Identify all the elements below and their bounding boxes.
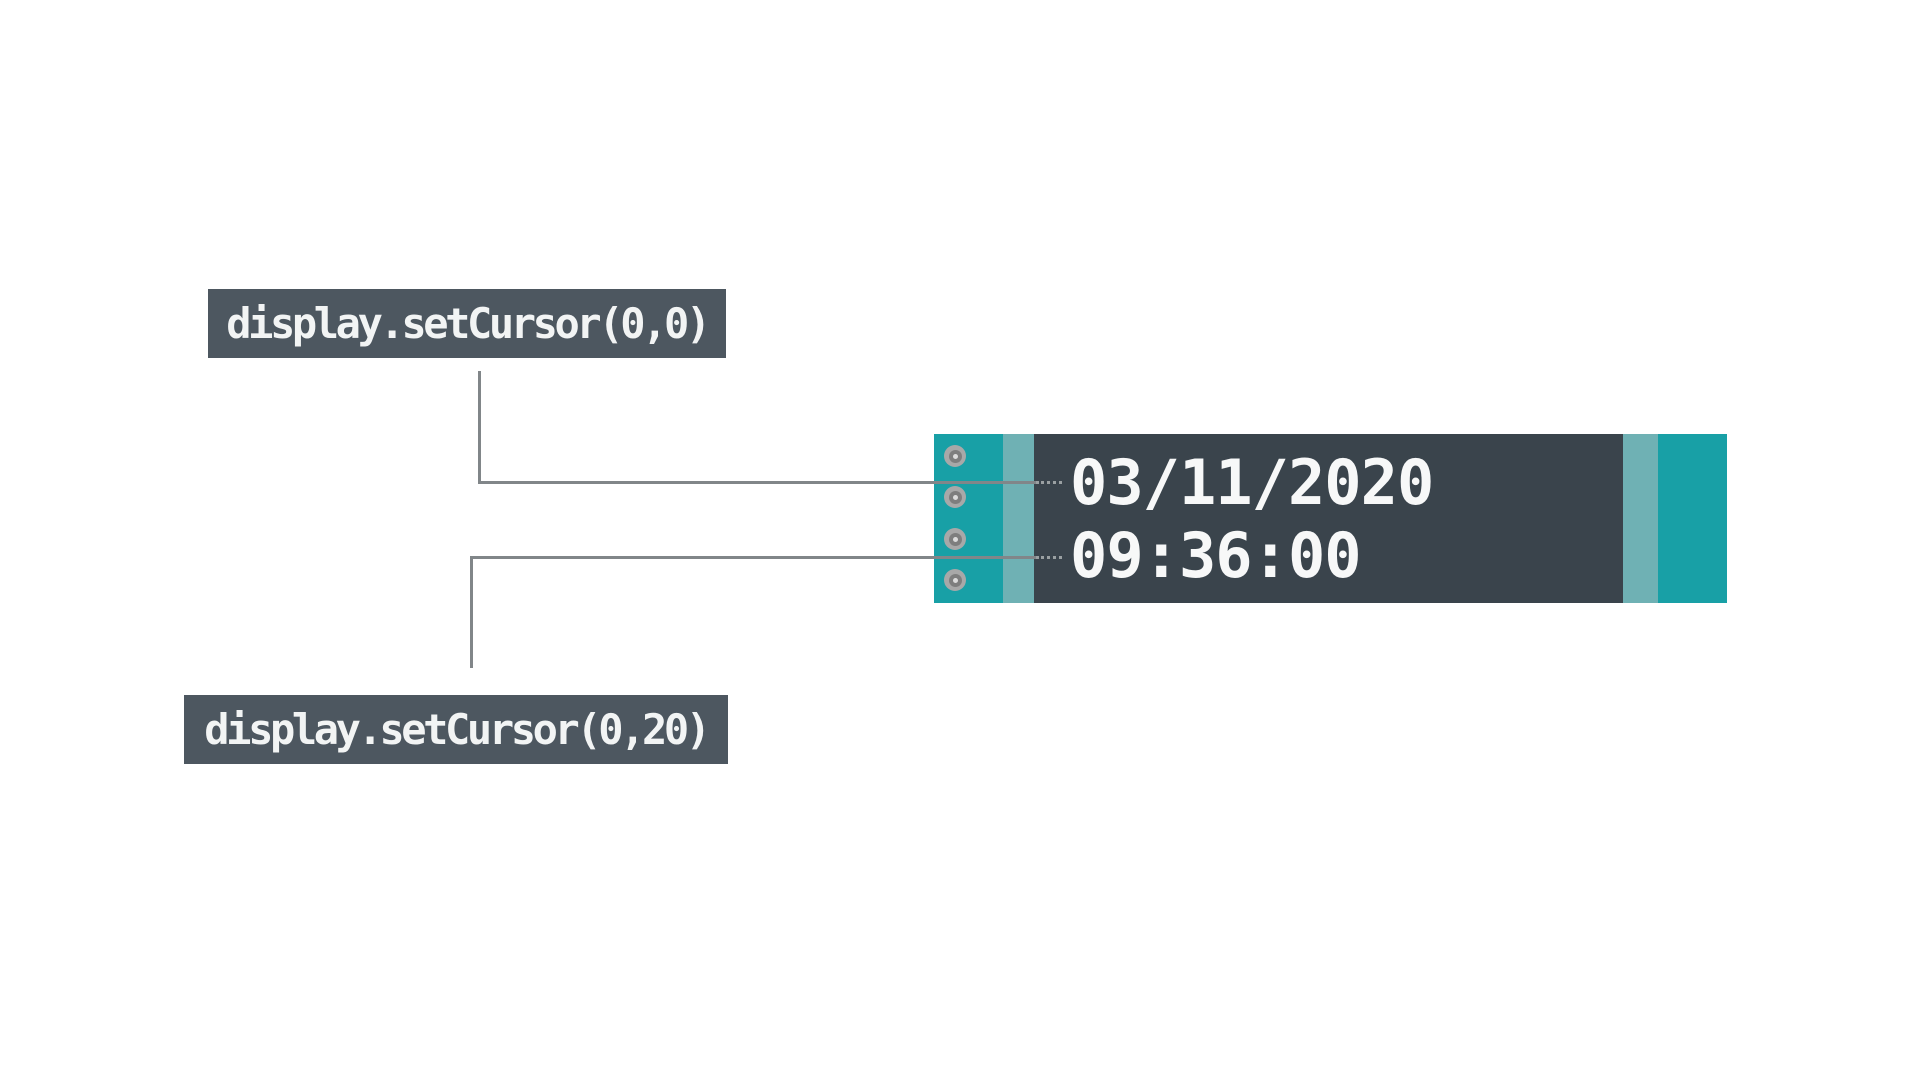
pin-pad-4-highlight xyxy=(952,577,958,583)
code-label-setcursor-0-0-text: display.setCursor(0,0) xyxy=(226,299,711,348)
pin-pad-1-highlight xyxy=(952,453,958,459)
screen-text-line-2: 09:36:00 xyxy=(1070,518,1362,592)
screen-text-line-1: 03/11/2020 xyxy=(1070,445,1434,519)
pin-pad-2-hole xyxy=(948,490,962,504)
connector-1-vertical-line xyxy=(478,371,481,484)
pin-pad-3 xyxy=(944,528,966,550)
pin-pad-3-hole xyxy=(948,532,962,546)
pin-pad-2 xyxy=(944,486,966,508)
pin-pad-4 xyxy=(944,569,966,591)
connector-2-vertical-line xyxy=(470,556,473,668)
module-left-inner-strip xyxy=(1003,434,1034,603)
pin-pad-4-hole xyxy=(948,573,962,587)
connector-2-horizontal-line xyxy=(470,556,1036,559)
connector-1-horizontal-line xyxy=(478,481,1036,484)
pin-pad-3-highlight xyxy=(952,536,958,542)
oled-screen: 03/11/2020 09:36:00 xyxy=(1034,434,1623,603)
pin-pad-1 xyxy=(944,445,966,467)
module-right-edge-strip xyxy=(1658,434,1727,603)
code-label-setcursor-0-20-text: display.setCursor(0,20) xyxy=(204,705,711,754)
oled-display-module: 03/11/2020 09:36:00 xyxy=(934,434,1727,603)
connector-1-dotted-tail xyxy=(1036,481,1062,484)
code-label-setcursor-0-0: display.setCursor(0,0) xyxy=(208,289,726,358)
pin-pad-2-highlight xyxy=(952,494,958,500)
module-right-inner-strip xyxy=(1623,434,1658,603)
connector-2-dotted-tail xyxy=(1036,556,1062,559)
pin-pad-1-hole xyxy=(948,449,962,463)
code-label-setcursor-0-20: display.setCursor(0,20) xyxy=(184,695,728,764)
module-left-edge-strip xyxy=(934,434,1003,603)
